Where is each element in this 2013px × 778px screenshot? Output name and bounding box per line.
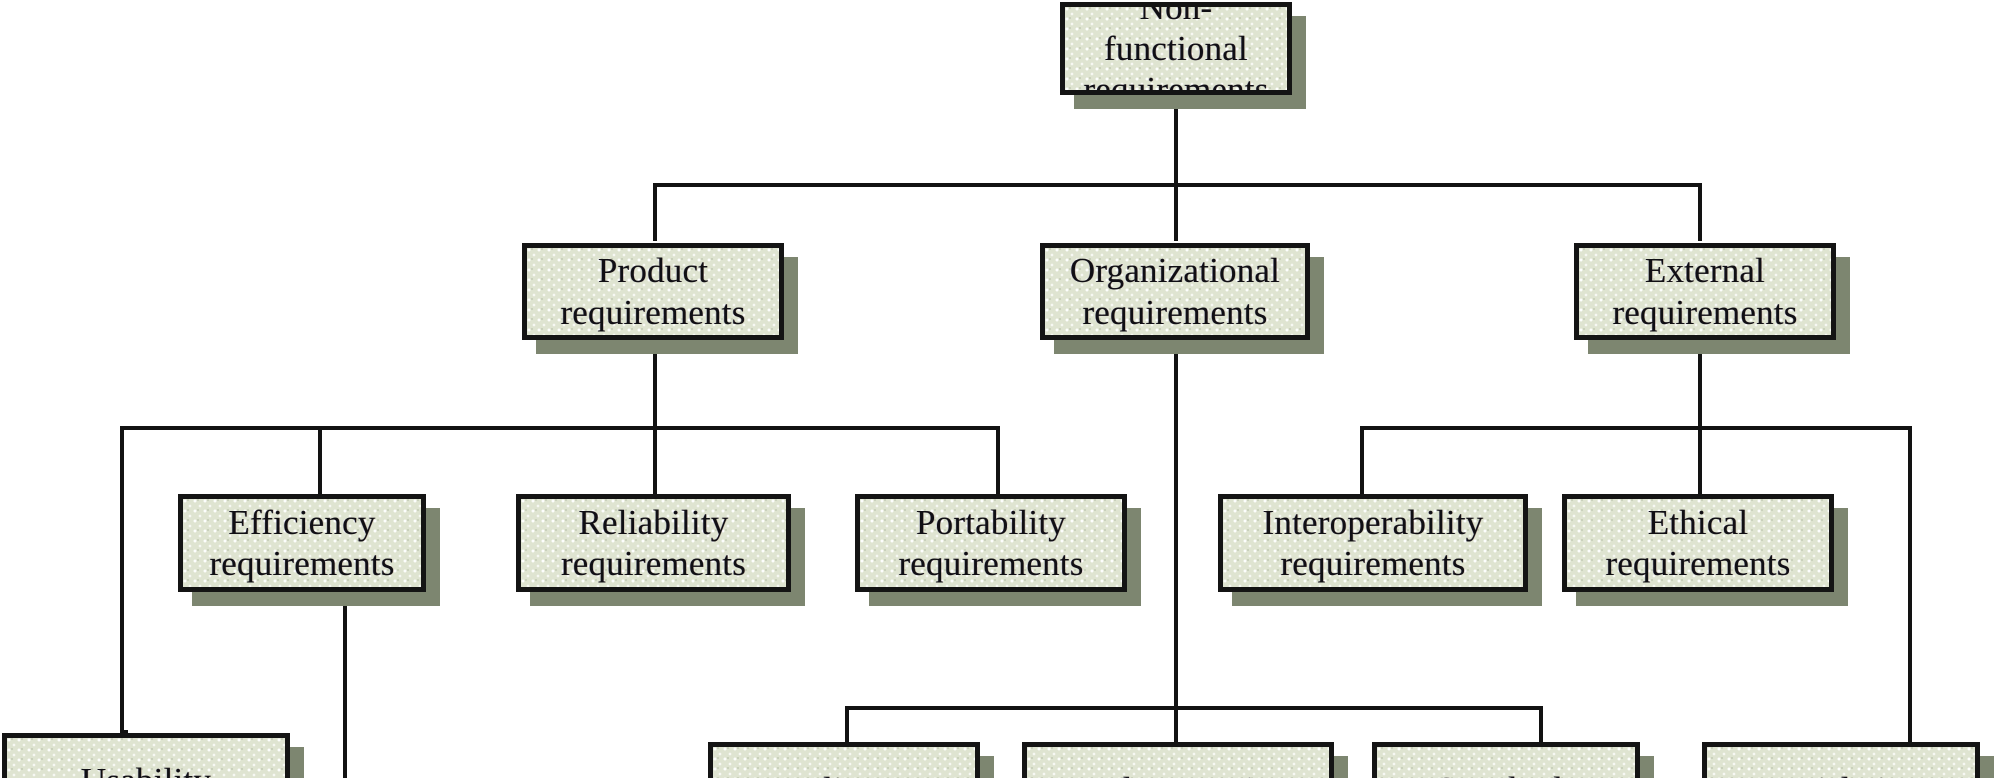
connector-external-stem xyxy=(1698,340,1702,430)
node-label: Organizational requirements xyxy=(1069,251,1281,332)
node-face: Reliability requirements xyxy=(516,494,791,592)
node-face: Interoperability requirements xyxy=(1218,494,1528,592)
node-interoperability-requirements[interactable]: Interoperability requirements xyxy=(1218,494,1542,606)
node-face: Standards xyxy=(1372,742,1640,778)
connector-to-portability xyxy=(996,426,1000,494)
connector-to-legislative xyxy=(1908,426,1912,744)
connector-to-organizational xyxy=(1174,183,1178,241)
node-label: External requirements xyxy=(1612,251,1798,332)
node-label: Interoperability requirements xyxy=(1262,502,1484,583)
connector-organizational-bus xyxy=(845,706,1543,710)
connector-to-product xyxy=(653,183,657,241)
node-face: Legislative xyxy=(1702,742,1980,778)
connector-product-to-usability-rail xyxy=(120,426,124,734)
node-portability-requirements[interactable]: Portability requirements xyxy=(855,494,1141,606)
connector-efficiency-stem xyxy=(343,598,347,778)
connector-to-standards xyxy=(1539,706,1543,744)
connector-to-interoperability xyxy=(1360,426,1364,494)
node-label: Efficiency requirements xyxy=(209,502,395,583)
node-label: Non-functional requirements xyxy=(1083,2,1269,95)
node-face: Delivery xyxy=(708,742,980,778)
node-face: Non-functional requirements xyxy=(1060,2,1292,95)
node-legislative[interactable]: Legislative xyxy=(1702,742,1994,778)
connector-to-reliability xyxy=(653,426,657,494)
node-label: Product requirements xyxy=(560,251,746,332)
node-usability[interactable]: Usability xyxy=(2,733,304,778)
node-label: Delivery xyxy=(776,747,912,778)
node-face: Implementation xyxy=(1022,742,1334,778)
node-label: Ethical requirements xyxy=(1605,502,1791,583)
node-reliability-requirements[interactable]: Reliability requirements xyxy=(516,494,805,606)
connector-to-efficiency xyxy=(318,426,322,494)
node-non-functional-requirements[interactable]: Non-functional requirements xyxy=(1060,2,1306,109)
node-face: Efficiency requirements xyxy=(178,494,426,592)
node-label: Portability requirements xyxy=(898,502,1084,583)
connector-external-bus xyxy=(1360,426,1912,430)
connector-product-stem xyxy=(653,340,657,430)
connector-root-stem xyxy=(1174,95,1178,185)
node-external-requirements[interactable]: External requirements xyxy=(1574,243,1850,354)
node-face: Ethical requirements xyxy=(1562,494,1834,592)
node-label: Standards xyxy=(1430,747,1582,778)
node-face: Usability xyxy=(2,733,290,778)
node-implementation[interactable]: Implementation xyxy=(1022,742,1348,778)
node-face: Organizational requirements xyxy=(1040,243,1310,340)
node-standards[interactable]: Standards xyxy=(1372,742,1654,778)
connector-to-ethical xyxy=(1698,426,1702,494)
node-label: Usability xyxy=(75,738,217,778)
connector-product-bus xyxy=(120,426,1000,430)
connector-to-implementation xyxy=(1174,706,1178,744)
node-face: Product requirements xyxy=(522,243,784,340)
connector-organizational-stem xyxy=(1174,340,1178,710)
node-label: Implementation xyxy=(1060,747,1296,778)
node-label: Reliability requirements xyxy=(560,502,747,583)
node-delivery[interactable]: Delivery xyxy=(708,742,994,778)
node-ethical-requirements[interactable]: Ethical requirements xyxy=(1562,494,1848,606)
connector-to-delivery xyxy=(845,706,849,744)
node-organizational-requirements[interactable]: Organizational requirements xyxy=(1040,243,1324,354)
node-face: Portability requirements xyxy=(855,494,1127,592)
node-product-requirements[interactable]: Product requirements xyxy=(522,243,798,354)
node-label: Legislative xyxy=(1756,747,1926,778)
node-efficiency-requirements[interactable]: Efficiency requirements xyxy=(178,494,440,606)
connector-to-external xyxy=(1698,183,1702,241)
node-face: External requirements xyxy=(1574,243,1836,340)
connector-usability-entry xyxy=(120,730,128,734)
